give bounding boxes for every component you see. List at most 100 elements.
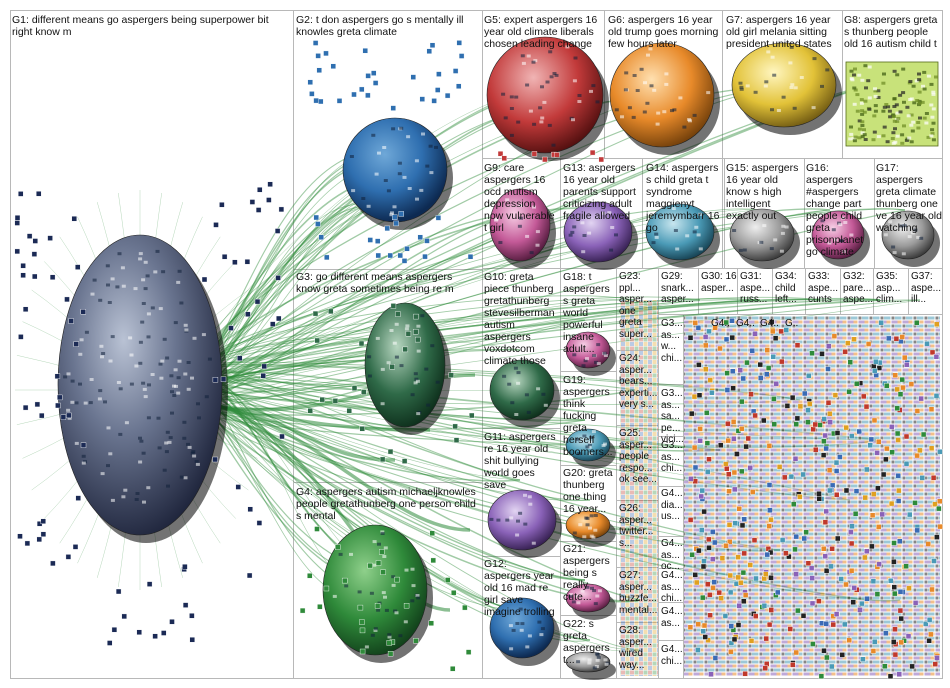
cluster-node <box>852 139 857 143</box>
cluster-node <box>502 374 507 378</box>
cluster-node <box>538 106 543 110</box>
cluster-node <box>380 532 385 535</box>
cluster-node <box>505 198 510 202</box>
cluster-node <box>416 596 421 600</box>
cluster-node <box>587 443 592 447</box>
cluster-node <box>752 412 758 419</box>
cluster-node <box>519 628 524 632</box>
cluster-node <box>607 211 612 215</box>
edge <box>199 371 521 611</box>
group-box <box>658 384 684 437</box>
cluster-node <box>834 430 841 436</box>
group-box <box>873 268 909 315</box>
cluster-node <box>672 108 677 112</box>
cluster-node <box>886 335 892 342</box>
cluster-node <box>539 633 544 637</box>
cluster-node <box>609 248 614 252</box>
node <box>24 540 31 547</box>
cluster-node <box>770 354 776 360</box>
node <box>68 318 74 324</box>
cluster-node <box>918 395 924 402</box>
cluster-node <box>890 113 895 117</box>
cluster-node <box>838 576 844 582</box>
cluster-node <box>857 607 863 613</box>
cluster-node <box>394 322 399 326</box>
cluster-node <box>826 467 833 473</box>
cluster-node <box>895 437 901 443</box>
cluster-node <box>158 307 163 311</box>
node <box>424 238 430 244</box>
cluster-node <box>899 224 904 228</box>
cluster-node <box>699 527 705 533</box>
cluster-node <box>373 627 378 631</box>
cluster-node <box>435 380 440 384</box>
cluster-node <box>739 398 745 405</box>
cluster-node <box>428 144 433 148</box>
cluster-node <box>766 443 773 449</box>
cluster-node <box>865 341 872 347</box>
cluster-node <box>696 233 701 237</box>
node <box>542 156 548 163</box>
cluster-node <box>603 658 608 662</box>
cluster-node <box>794 342 801 348</box>
cluster-node <box>696 392 703 398</box>
cluster-node <box>766 482 773 488</box>
node <box>332 398 339 404</box>
cluster-node <box>856 428 862 435</box>
cluster-node <box>742 248 747 252</box>
cluster-node <box>338 552 343 556</box>
cluster-node <box>871 491 877 497</box>
cluster-node <box>809 575 815 581</box>
cluster-node <box>92 278 97 282</box>
cluster-node <box>389 329 394 332</box>
cluster-node <box>895 473 901 479</box>
cluster-node <box>703 366 709 372</box>
node <box>314 526 320 532</box>
cluster-node <box>847 359 853 365</box>
node <box>256 520 263 526</box>
cluster-node <box>853 88 858 92</box>
cluster-node <box>160 359 165 363</box>
node <box>319 396 325 403</box>
cluster-node <box>375 336 380 340</box>
cluster-node <box>873 104 878 108</box>
cluster-node <box>753 613 759 619</box>
cluster-node <box>828 563 834 570</box>
node <box>106 640 113 646</box>
cluster-node <box>849 77 854 81</box>
cluster-node <box>529 251 534 255</box>
cluster-node <box>509 516 514 520</box>
cluster-node <box>173 321 178 325</box>
cluster-node <box>772 73 777 77</box>
cluster-node <box>906 585 912 591</box>
node <box>315 221 321 227</box>
node <box>182 602 189 608</box>
node <box>47 235 53 241</box>
cluster-node <box>124 421 129 425</box>
cluster-node <box>753 90 758 94</box>
node <box>36 536 42 543</box>
cluster-node <box>587 231 592 235</box>
node <box>371 70 377 76</box>
cluster-g1 <box>57 234 223 536</box>
cluster-node <box>860 131 865 135</box>
cluster-node <box>910 231 915 235</box>
cluster-node <box>516 519 520 523</box>
node <box>261 363 267 370</box>
cluster-node <box>876 365 883 371</box>
cluster-node <box>864 86 868 90</box>
cluster-node <box>98 389 103 393</box>
cluster-node <box>780 231 785 235</box>
edge <box>198 214 516 386</box>
node <box>359 86 365 93</box>
cluster-node <box>933 354 940 360</box>
node <box>469 412 475 419</box>
cluster-node <box>78 352 83 356</box>
cluster-node <box>121 284 126 288</box>
cluster-node <box>833 238 838 242</box>
cluster-g15 <box>729 208 795 262</box>
cluster-node <box>513 366 518 370</box>
cluster-node <box>120 266 125 270</box>
cluster-node <box>773 238 778 242</box>
cluster-node <box>820 452 827 458</box>
